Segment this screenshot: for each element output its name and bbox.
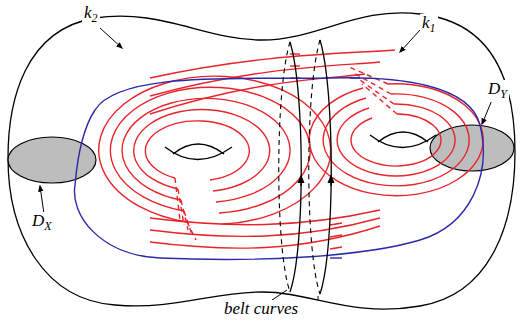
curve: [350, 77, 360, 78]
belt-curve: [309, 40, 320, 294]
hole: [370, 132, 436, 148]
curve: [362, 84, 397, 114]
curve: [290, 53, 300, 54]
belt-arrow: [300, 176, 301, 186]
surface-outline: [8, 13, 515, 309]
curve: [122, 98, 290, 202]
annotation: belt curves: [222, 300, 300, 319]
curve: [357, 78, 394, 104]
curve-label: k2: [82, 4, 100, 26]
belt-arrow: [330, 176, 331, 186]
leader-line: [400, 30, 420, 52]
leader-line: [40, 186, 44, 214]
curve: [150, 218, 380, 236]
curve: [330, 247, 342, 249]
curve: [134, 110, 270, 191]
curve: [99, 76, 331, 224]
curve: [187, 222, 196, 240]
leader-line: [100, 28, 122, 48]
curve-label: DY: [486, 80, 509, 102]
disk-x: [8, 137, 96, 183]
disk-y: [430, 125, 514, 171]
belt-curve: [320, 40, 331, 294]
curve: [337, 104, 455, 176]
belt-curve: [279, 42, 290, 292]
curve: [145, 121, 249, 180]
curve: [309, 84, 483, 196]
curve-label: k1: [420, 14, 438, 36]
hole: [165, 144, 232, 160]
curve-label: DX: [30, 212, 54, 234]
curve: [330, 223, 342, 225]
belt-curve: [290, 42, 301, 292]
curve: [351, 114, 441, 166]
curve: [323, 94, 469, 186]
curve: [181, 200, 188, 230]
curve: [150, 226, 380, 248]
curve: [330, 257, 342, 258]
leader-line: [482, 100, 492, 124]
leader-line: [272, 290, 318, 300]
curve: [178, 189, 184, 225]
curve: [150, 210, 380, 225]
curve: [150, 62, 380, 96]
